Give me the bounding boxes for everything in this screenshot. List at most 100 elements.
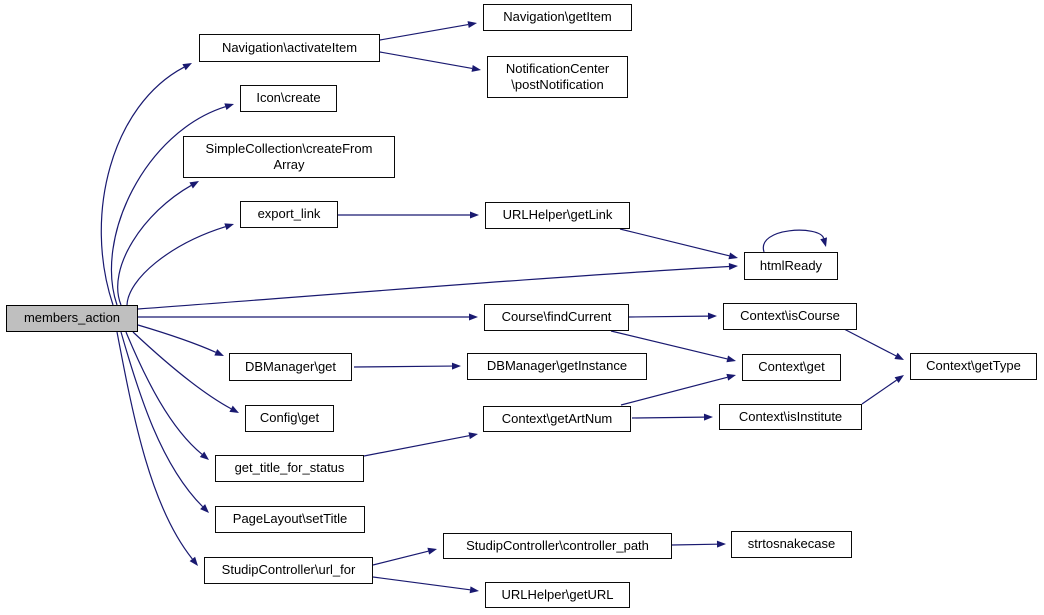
node-label: Navigation\getItem xyxy=(503,9,612,25)
edge-dbmanager_get-dbmanager_getinstance xyxy=(353,365,453,368)
node-nav_activateitem[interactable]: Navigation\activateItem xyxy=(199,34,380,62)
edge-studipcontroller_controller_path-strtosnakecase xyxy=(671,543,718,546)
node-label: Config\get xyxy=(259,410,320,426)
node-get_title_for_status[interactable]: get_title_for_status xyxy=(215,455,364,482)
edge-studipcontroller_url_for-studipcontroller_controller_path xyxy=(372,550,429,566)
edge-members_action-export_link xyxy=(126,226,226,306)
arrowhead-context_iscourse-context_gettype xyxy=(894,352,904,360)
node-label: export_link xyxy=(257,206,321,222)
arrowhead-members_action-dbmanager_get xyxy=(214,349,224,356)
node-pagelayout_settitle[interactable]: PageLayout\setTitle xyxy=(215,506,365,533)
node-context_getartnum[interactable]: Context\getArtNum xyxy=(483,406,631,432)
edge-nav_activateitem-notificationcenter_postnotification xyxy=(379,51,473,70)
edge-urlhelper_getlink-htmlready xyxy=(619,228,730,257)
node-label: StudipController\url_for xyxy=(221,562,356,578)
node-label: Array xyxy=(273,157,305,172)
arrowhead-course_findcurrent-context_iscourse xyxy=(707,312,717,320)
edge-get_title_for_status-context_getartnum xyxy=(363,435,470,457)
node-export_link[interactable]: export_link xyxy=(240,201,338,228)
node-label: Icon\create xyxy=(256,90,321,106)
arrowhead-members_action-simplecollection_createfromarray xyxy=(189,181,199,189)
edge-context_getartnum-context_get xyxy=(620,376,728,406)
arrowhead-dbmanager_get-dbmanager_getinstance xyxy=(451,362,461,370)
node-label: URLHelper\getLink xyxy=(502,207,613,223)
node-context_iscourse[interactable]: Context\isCourse xyxy=(723,303,857,330)
node-label: htmlReady xyxy=(759,257,823,273)
edge-members_action-config_get xyxy=(132,331,232,410)
arrowhead-htmlready-htmlready xyxy=(820,237,828,247)
node-context_gettype[interactable]: Context\getType xyxy=(910,353,1037,380)
arrowhead-members_action-get_title_for_status xyxy=(199,451,209,460)
node-icon_create[interactable]: Icon\create xyxy=(240,85,337,112)
arrowhead-studipcontroller_url_for-studipcontroller_controller_path xyxy=(427,547,437,555)
node-label: Context\getType xyxy=(926,358,1021,374)
edge-members_action-icon_create xyxy=(110,106,226,306)
node-label: members_action xyxy=(23,310,121,326)
arrowhead-members_action-export_link xyxy=(224,223,234,231)
arrowhead-nav_activateitem-notificationcenter_postnotification xyxy=(471,64,481,72)
node-notificationcenter_postnotification[interactable]: NotificationCenter\postNotification xyxy=(487,56,628,98)
arrowhead-members_action-config_get xyxy=(229,405,239,413)
arrowhead-nav_activateitem-nav_getitem xyxy=(467,21,477,29)
edge-course_findcurrent-context_iscourse xyxy=(628,315,709,318)
node-config_get[interactable]: Config\get xyxy=(245,405,334,432)
edge-course_findcurrent-context_get xyxy=(610,330,728,360)
node-urlhelper_geturl[interactable]: URLHelper\getURL xyxy=(485,582,630,608)
node-studipcontroller_url_for[interactable]: StudipController\url_for xyxy=(204,557,373,584)
node-context_isinstitute[interactable]: Context\isInstitute xyxy=(719,404,862,430)
node-label: StudipController\controller_path xyxy=(466,537,649,553)
arrowhead-export_link-urlhelper_getlink xyxy=(470,211,479,219)
arrowhead-course_findcurrent-context_get xyxy=(726,355,736,363)
node-label: Navigation\activateItem xyxy=(221,39,358,55)
node-course_findcurrent[interactable]: Course\findCurrent xyxy=(484,304,629,331)
node-label: strtosnakecase xyxy=(747,536,836,552)
node-label: Context\getArtNum xyxy=(501,410,613,426)
edge-context_getartnum-context_isinstitute xyxy=(631,416,705,419)
node-label: Context\get xyxy=(758,359,825,375)
node-label: Context\isInstitute xyxy=(738,408,843,424)
arrowhead-members_action-pagelayout_settitle xyxy=(200,504,209,513)
node-dbmanager_get[interactable]: DBManager\get xyxy=(229,353,352,381)
node-members_action[interactable]: members_action xyxy=(6,305,138,332)
node-label: \postNotification xyxy=(511,77,604,92)
arrowhead-members_action-course_findcurrent xyxy=(469,313,478,321)
node-label: DBManager\get xyxy=(244,358,337,374)
node-label: Course\findCurrent xyxy=(501,309,612,325)
node-context_get[interactable]: Context\get xyxy=(742,354,841,381)
arrowhead-context_getartnum-context_get xyxy=(726,373,736,381)
edge-context_isinstitute-context_gettype xyxy=(861,379,897,405)
edge-members_action-simplecollection_createfromarray xyxy=(117,184,192,306)
edge-members_action-pagelayout_settitle xyxy=(120,331,204,508)
arrowhead-urlhelper_getlink-htmlready xyxy=(728,252,738,260)
edge-studipcontroller_url_for-urlhelper_geturl xyxy=(372,576,471,591)
arrowhead-members_action-icon_create xyxy=(224,103,234,111)
edge-members_action-htmlready xyxy=(137,265,730,310)
arrowhead-studipcontroller_url_for-urlhelper_geturl xyxy=(469,586,479,594)
node-dbmanager_getinstance[interactable]: DBManager\getInstance xyxy=(467,353,647,380)
edge-htmlready-htmlready xyxy=(762,229,825,253)
arrowhead-members_action-htmlready xyxy=(728,263,738,270)
node-urlhelper_getlink[interactable]: URLHelper\getLink xyxy=(485,202,630,229)
node-label: PageLayout\setTitle xyxy=(232,511,348,527)
node-nav_getitem[interactable]: Navigation\getItem xyxy=(483,4,632,31)
node-studipcontroller_controller_path[interactable]: StudipController\controller_path xyxy=(443,533,672,559)
arrowhead-context_isinstitute-context_gettype xyxy=(894,375,904,383)
node-strtosnakecase[interactable]: strtosnakecase xyxy=(731,531,852,558)
edge-context_iscourse-context_gettype xyxy=(843,328,897,357)
arrowhead-context_getartnum-context_isinstitute xyxy=(703,413,713,421)
edge-members_action-dbmanager_get xyxy=(137,324,217,353)
node-label: URLHelper\getURL xyxy=(501,586,614,602)
arrowhead-studipcontroller_controller_path-strtosnakecase xyxy=(716,540,726,548)
node-label: SimpleCollection\createFrom xyxy=(205,140,373,156)
arrowhead-members_action-nav_activateitem xyxy=(182,63,192,71)
node-label: DBManager\getInstance xyxy=(486,358,628,374)
node-htmlready[interactable]: htmlReady xyxy=(744,252,838,280)
node-label: get_title_for_status xyxy=(234,460,345,476)
arrowhead-get_title_for_status-context_getartnum xyxy=(468,432,478,440)
edge-members_action-studipcontroller_url_for xyxy=(116,331,193,560)
edge-nav_activateitem-nav_getitem xyxy=(379,23,469,41)
node-label: Context\isCourse xyxy=(740,308,840,324)
